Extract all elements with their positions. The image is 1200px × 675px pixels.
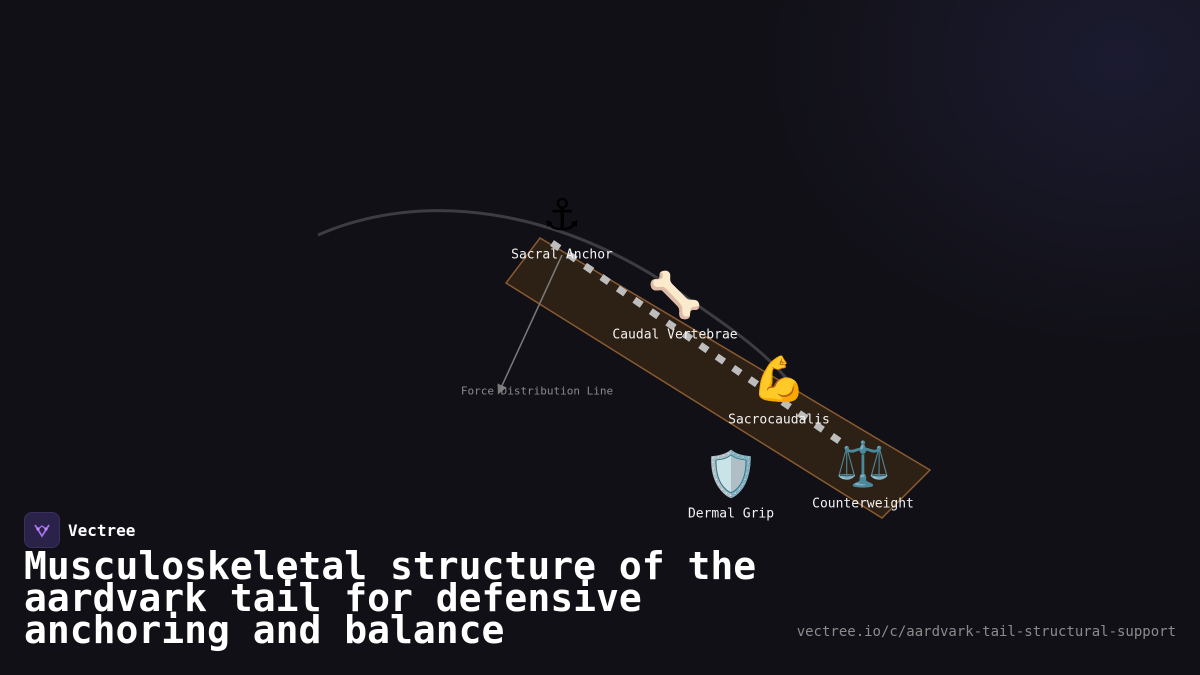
anchor-icon: ⚓ [542,190,582,241]
shield-icon: 🛡️ [703,449,759,500]
flexed-biceps-icon: 💪 [751,354,807,405]
vectree-logo-icon [24,512,60,548]
node-label-sacrocaudalis: Sacrocaudalis [728,412,830,428]
page-title: Musculoskeletal structure of the aardvar… [24,544,757,652]
tail-band [504,237,932,519]
node-label-sacral-anchor: Sacral Anchor [511,247,613,263]
brand-name: Vectree [68,520,136,540]
tail-curve [317,209,802,396]
force-distribution-label: Force Distribution Line [460,384,614,398]
force-arrow [497,254,563,395]
node-label-caudal-vertebrae: Caudal Vertebrae [612,327,738,343]
page-url[interactable]: vectree.io/c/aardvark-tail-structural-su… [796,624,1176,640]
balance-scale-icon: ⚖️ [835,439,891,490]
node-label-counterweight: Counterweight [812,496,914,512]
bone-icon: 🦴 [647,270,703,321]
brand: Vectree [24,512,135,548]
node-label-dermal-grip: Dermal Grip [687,506,775,522]
